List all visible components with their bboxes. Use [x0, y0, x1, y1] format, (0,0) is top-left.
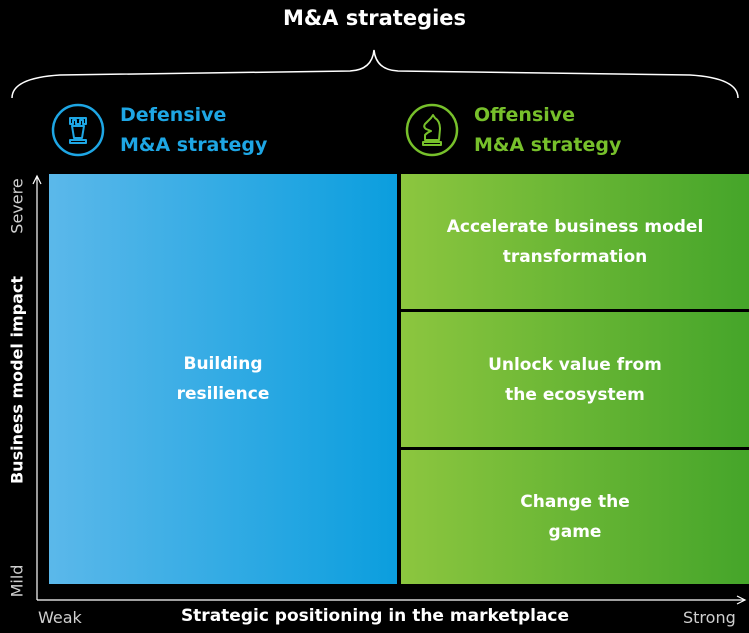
y-axis-high-label: Severe — [7, 178, 27, 234]
defensive-label-line1: Defensive — [120, 104, 227, 126]
offensive-label-line2: M&A strategy — [474, 134, 622, 156]
x-axis-arrow — [736, 595, 747, 605]
brace-bracket — [11, 49, 739, 98]
cell-text-line2: the ecosystem — [505, 384, 645, 405]
unlock-ecosystem-panel: Unlock value from the ecosystem — [401, 312, 749, 447]
defensive-header: Defensive M&A strategy — [50, 100, 267, 160]
cell-text-line1: Accelerate business model — [446, 216, 704, 237]
cell-text-line1: Change the — [520, 492, 630, 512]
cell-text-line2: transformation — [502, 246, 648, 267]
x-axis-title: Strategic positioning in the marketplace — [180, 606, 570, 626]
offensive-label-line1: Offensive — [474, 104, 576, 126]
x-axis-high-label: Strong — [683, 608, 736, 627]
chess-knight-icon — [405, 103, 459, 157]
cell-text-line2: game — [548, 522, 602, 542]
cell-text-line1: Unlock value from — [488, 354, 662, 375]
building-resilience-panel: Building resilience — [49, 174, 397, 584]
defensive-label-line2: M&A strategy — [120, 134, 268, 156]
accelerate-transformation-panel: Accelerate business model transformation — [401, 174, 749, 309]
y-axis-low-label: Mild — [7, 564, 27, 598]
y-axis-arrow — [32, 174, 42, 185]
cell-text-line2: resilience — [176, 384, 270, 404]
cell-text-line1: Building — [183, 354, 263, 374]
diagram-title: M&A strategies — [282, 6, 467, 30]
change-the-game-panel: Change the game — [401, 450, 749, 584]
y-axis-title: Business model impact — [7, 275, 27, 485]
chess-rook-icon — [51, 103, 105, 157]
x-axis-low-label: Weak — [38, 608, 82, 627]
offensive-header: Offensive M&A strategy — [404, 100, 621, 160]
